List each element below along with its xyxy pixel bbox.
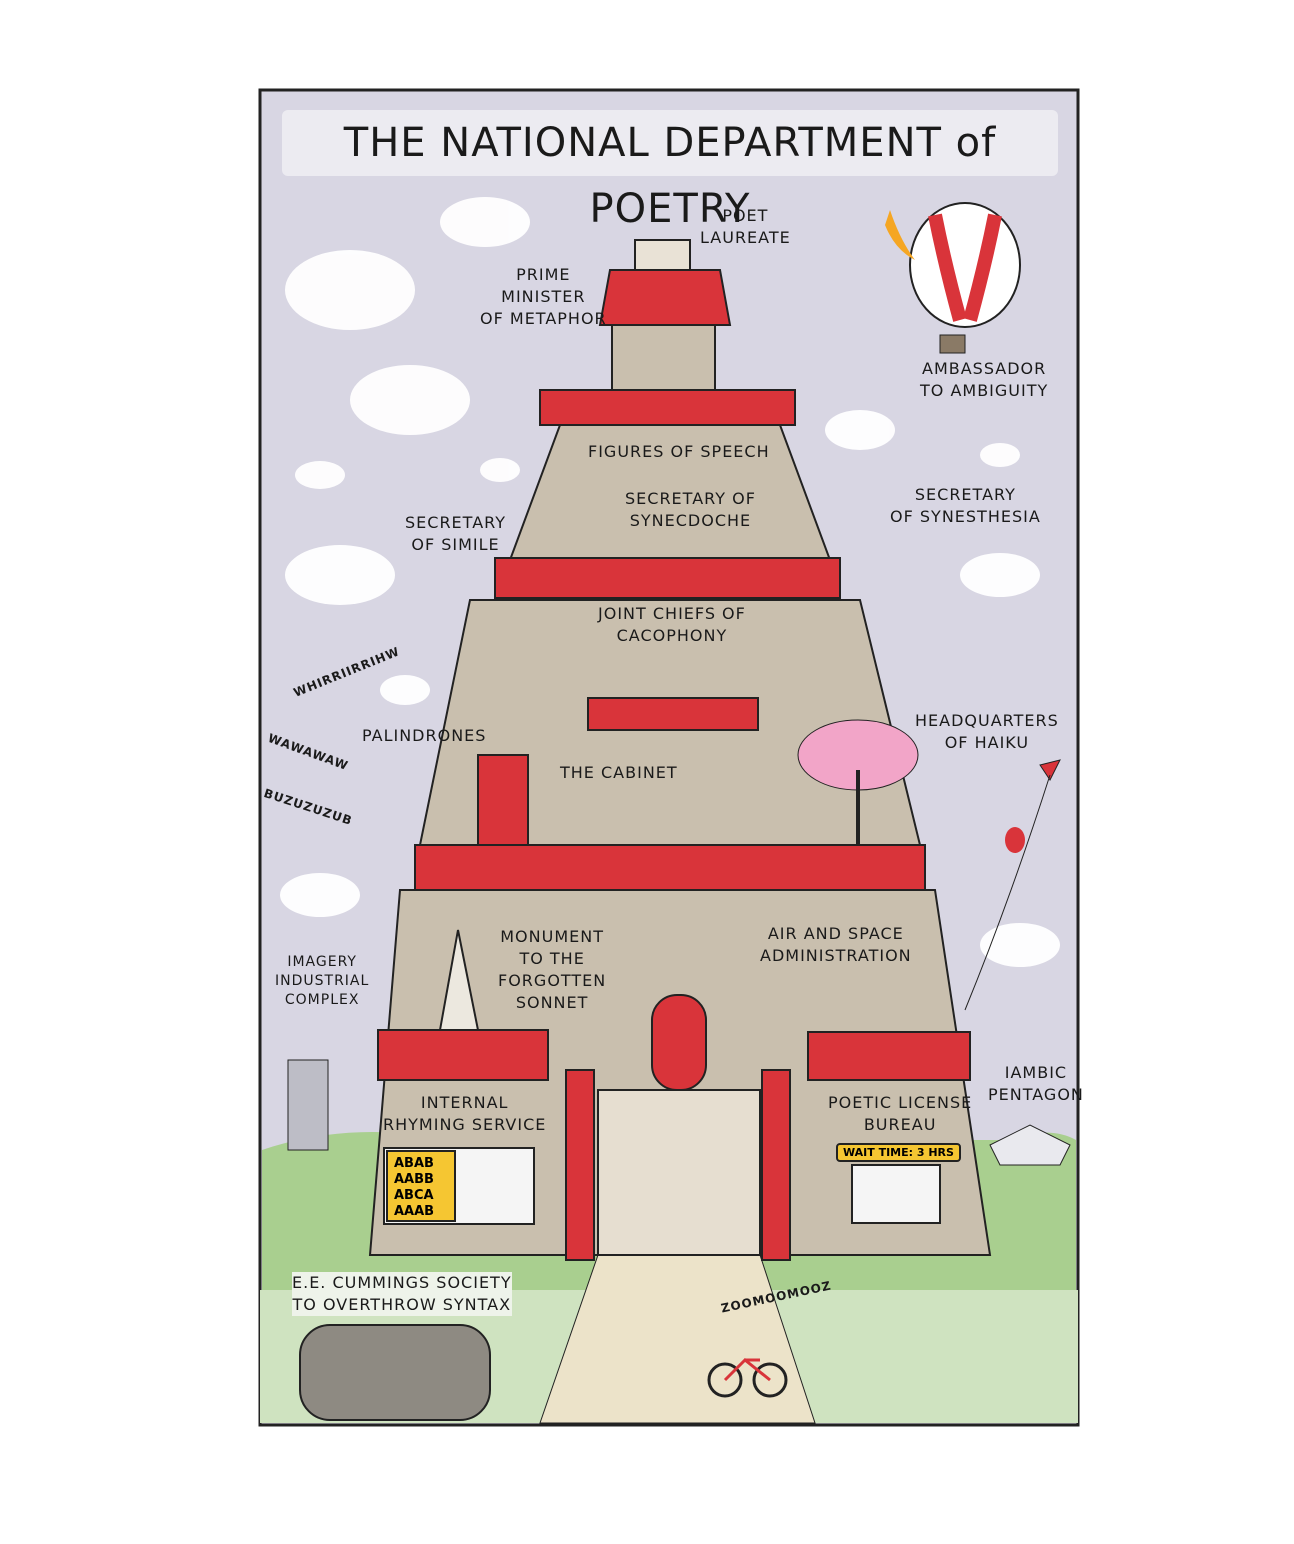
label-synecdoche: Secretary of Synecdoche bbox=[625, 489, 756, 530]
label-pentagon: Iambic Pentagon bbox=[988, 1063, 1084, 1104]
wait-time-sign: WAIT TIME: 3 HRS bbox=[836, 1143, 961, 1162]
page-title: THE NATIONAL DEPARTMENT of POETRY bbox=[282, 110, 1058, 232]
label-cacophony: Joint Chiefs of Cacophony bbox=[598, 604, 746, 645]
label-license: Poetic License Bureau bbox=[828, 1093, 973, 1134]
label-palindrones: Palindrones bbox=[362, 726, 487, 745]
label-prime-minister: Prime Minister of Metaphor bbox=[480, 265, 607, 328]
label-imagery: Imagery Industrial Complex bbox=[275, 954, 370, 1008]
factory bbox=[287, 1059, 329, 1151]
cherry-blossom-tree bbox=[797, 719, 919, 845]
tower bbox=[299, 239, 992, 1421]
label-air-space: Air and Space Administration bbox=[760, 924, 912, 965]
clouds bbox=[280, 197, 1060, 967]
label-cabinet: The Cabinet bbox=[560, 763, 678, 782]
label-rhyming: Internal Rhyming Service bbox=[383, 1093, 547, 1134]
kite bbox=[964, 759, 1061, 1011]
label-cummings: E.E. Cummings Society to Overthrow Synta… bbox=[292, 1272, 512, 1316]
pentagon-building bbox=[989, 1124, 1071, 1166]
label-figures-of-speech: Figures of Speech bbox=[588, 442, 770, 461]
rhyme-chart: ABAB AABB ABCA AAAB bbox=[386, 1150, 456, 1222]
balloon bbox=[1005, 827, 1025, 853]
label-sonnet: Monument to the Forgotten Sonnet bbox=[498, 927, 607, 1012]
label-poet-laureate: Poet Laureate bbox=[700, 206, 791, 247]
label-synesthesia: Secretary of Synesthesia bbox=[890, 485, 1041, 526]
hot-air-balloon bbox=[885, 202, 1021, 354]
label-ambassador: Ambassador to Ambiguity bbox=[920, 359, 1049, 400]
bicycle bbox=[707, 1357, 788, 1398]
label-simile: Secretary of Simile bbox=[405, 513, 507, 554]
label-haiku: Headquarters of Haiku bbox=[915, 711, 1059, 752]
